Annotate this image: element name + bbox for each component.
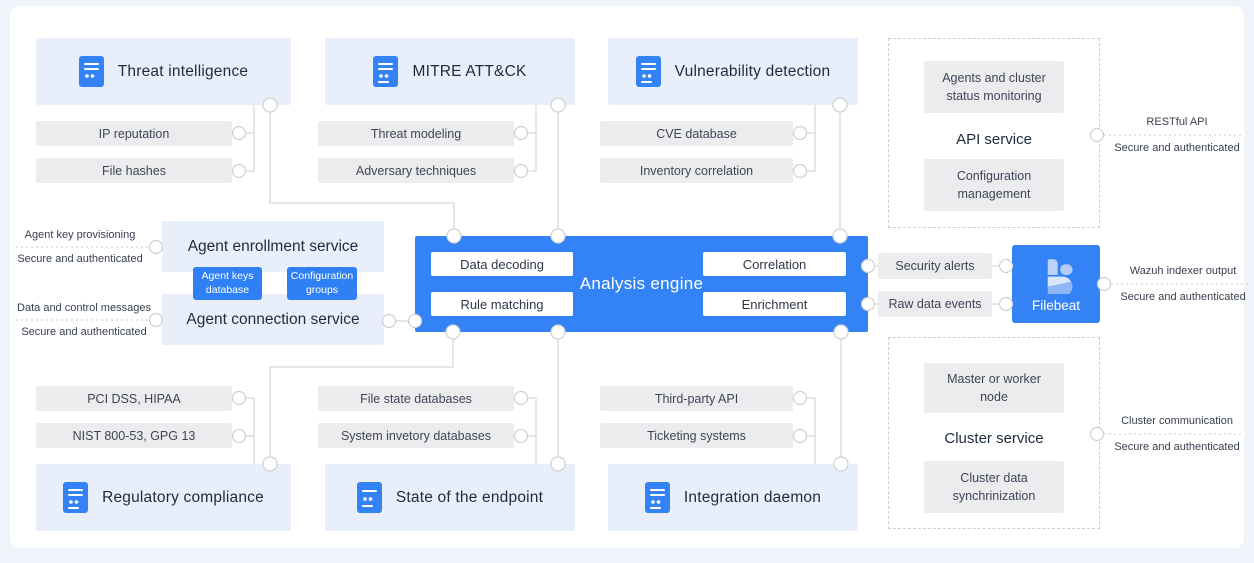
threat-modeling-item: Threat modeling xyxy=(318,121,514,146)
regulatory-compliance-box: Regulatory compliance xyxy=(36,464,291,531)
file-hashes-item: File hashes xyxy=(36,158,232,183)
ticketing-systems-item: Ticketing systems xyxy=(600,423,793,448)
nist-item: NIST 800-53, GPG 13 xyxy=(36,423,232,448)
security-alerts-item: Security alerts xyxy=(878,253,992,279)
cluster-communication-label: Cluster communication xyxy=(1121,415,1233,427)
api-service-title: API service xyxy=(956,131,1032,148)
third-party-api-item: Third-party API xyxy=(600,386,793,411)
log-document-icon xyxy=(635,56,661,87)
log-document-icon xyxy=(356,482,382,513)
agent-key-provisioning-label: Agent key provisioning xyxy=(24,229,136,241)
configuration-groups-box: Configuration groups xyxy=(287,267,357,300)
cluster-secure-label: Secure and authenticated xyxy=(1114,441,1240,453)
api-service-region: Agents and cluster status monitoring API… xyxy=(888,38,1100,228)
agent-enrollment-service-box: Agent enrollment service xyxy=(162,221,384,272)
filebeat-logo-icon xyxy=(1047,258,1073,294)
indexer-secure-label: Secure and authenticated xyxy=(1120,291,1246,303)
enrichment-chip: Enrichment xyxy=(703,292,846,316)
log-document-icon xyxy=(78,56,104,87)
ip-reputation-item: IP reputation xyxy=(36,121,232,146)
cve-database-item: CVE database xyxy=(600,121,793,146)
master-worker-node-box: Master or worker node xyxy=(924,363,1064,413)
wazuh-indexer-output-label: Wazuh indexer output xyxy=(1129,265,1237,277)
state-of-endpoint-box: State of the endpoint xyxy=(325,464,575,531)
configuration-management-box: Configuration management xyxy=(924,159,1064,211)
agent-keys-database-box: Agent keys database xyxy=(193,267,262,300)
cluster-data-sync-box: Cluster data synchrinization xyxy=(924,461,1064,513)
log-document-icon xyxy=(63,482,89,513)
restful-secure-label: Secure and authenticated xyxy=(1114,142,1240,154)
data-decoding-chip: Data decoding xyxy=(431,252,573,276)
vulnerability-detection-box: Vulnerability detection xyxy=(608,38,858,105)
analysis-engine-title: Analysis engine xyxy=(579,274,704,293)
system-inventory-databases-item: System invetory databases xyxy=(318,423,514,448)
integration-daemon-label: Integration daemon xyxy=(683,488,822,506)
cluster-service-title: Cluster service xyxy=(944,430,1044,447)
file-state-databases-item: File state databases xyxy=(318,386,514,411)
pci-dss-item: PCI DSS, HIPAA xyxy=(36,386,232,411)
mitre-attack-label: MITRE ATT&CK xyxy=(412,62,527,80)
regulatory-compliance-label: Regulatory compliance xyxy=(102,488,264,506)
threat-intelligence-label: Threat intelligence xyxy=(117,62,249,80)
integration-daemon-box: Integration daemon xyxy=(608,464,858,531)
data-control-secure-label: Secure and authenticated xyxy=(21,326,147,338)
raw-data-events-item: Raw data events xyxy=(878,291,992,317)
correlation-chip: Correlation xyxy=(703,252,846,276)
log-document-icon xyxy=(373,56,399,87)
data-control-messages-label: Data and control messages xyxy=(17,302,151,314)
filebeat-box: Filebeat xyxy=(1012,245,1100,323)
analysis-engine-box: Analysis engine Data decoding Rule match… xyxy=(415,236,868,332)
restful-api-label: RESTful API xyxy=(1146,116,1208,128)
agent-key-secure-label: Secure and authenticated xyxy=(17,253,143,265)
log-document-icon xyxy=(644,482,670,513)
threat-intelligence-box: Threat intelligence xyxy=(36,38,291,105)
adversary-techniques-item: Adversary techniques xyxy=(318,158,514,183)
mitre-attack-box: MITRE ATT&CK xyxy=(325,38,575,105)
agent-connection-service-box: Agent connection service xyxy=(162,294,384,345)
inventory-correlation-item: Inventory correlation xyxy=(600,158,793,183)
state-of-endpoint-label: State of the endpoint xyxy=(395,488,544,506)
vulnerability-detection-label: Vulnerability detection xyxy=(674,62,831,80)
rule-matching-chip: Rule matching xyxy=(431,292,573,316)
filebeat-label: Filebeat xyxy=(1031,297,1081,313)
cluster-service-region: Master or worker node Cluster service Cl… xyxy=(888,337,1100,529)
agents-cluster-monitoring-box: Agents and cluster status monitoring xyxy=(924,61,1064,113)
